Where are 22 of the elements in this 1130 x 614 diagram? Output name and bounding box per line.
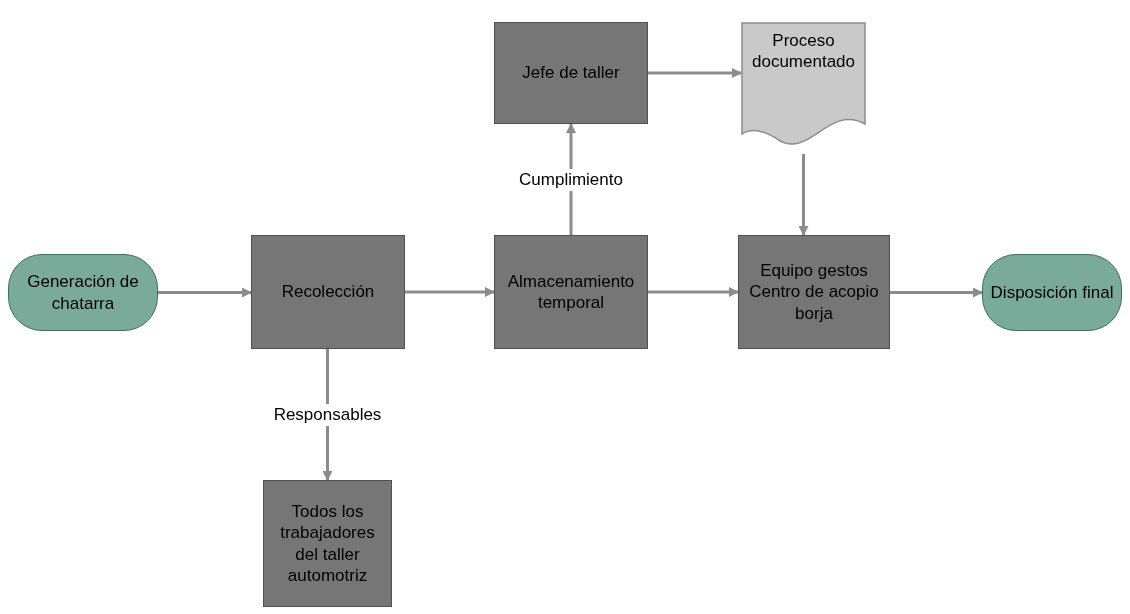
arrow [648,68,742,78]
node-label: Recolección [280,281,376,303]
node-label: Almacenamiento temporal [506,270,636,314]
terminal-shape [982,254,1122,331]
process-box [494,235,648,349]
arrow [798,154,809,236]
terminal-shape [8,254,158,331]
node-label: Generación de chatarra [26,271,140,314]
process-box [738,235,890,349]
node-label: Todos los trabajadores del taller automotriz [279,501,376,586]
edge-label: Cumplimiento [516,168,626,191]
process-box [494,22,648,124]
process-box [263,480,392,607]
node-label: Proceso documentado [751,30,856,73]
process-box [251,235,405,349]
node-label: Equipo gestos Centro de acopio borja [748,260,880,324]
arrow [890,287,983,298]
node-label: Jefe de taller [521,62,621,84]
arrow [405,287,495,297]
arrow [648,287,739,297]
node-label: Disposición final [989,281,1115,304]
arrow [158,287,252,298]
